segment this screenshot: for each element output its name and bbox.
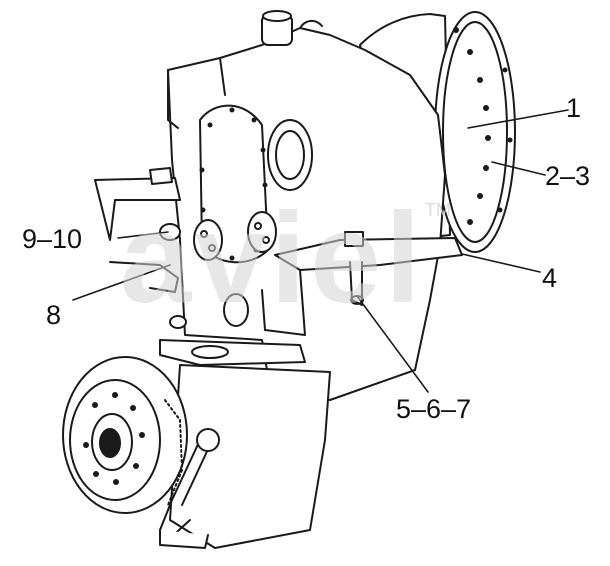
- lower-bracket: [159, 315, 306, 366]
- callout-1: 1: [566, 93, 582, 123]
- callout-9-10: 9–10: [22, 224, 83, 254]
- callout-4: 4: [542, 263, 558, 293]
- right-bracket: [261, 231, 463, 336]
- transfer-case: [169, 364, 331, 549]
- callout-5-6-7: 5–6–7: [396, 394, 472, 424]
- callout-8: 8: [46, 300, 62, 330]
- leader-lines: [72, 109, 569, 393]
- left-bracket: [94, 167, 181, 293]
- callout-2-3: 2–3: [545, 161, 591, 191]
- shift-lever: [159, 428, 220, 549]
- output-flange: [62, 356, 188, 514]
- ports: [193, 211, 277, 327]
